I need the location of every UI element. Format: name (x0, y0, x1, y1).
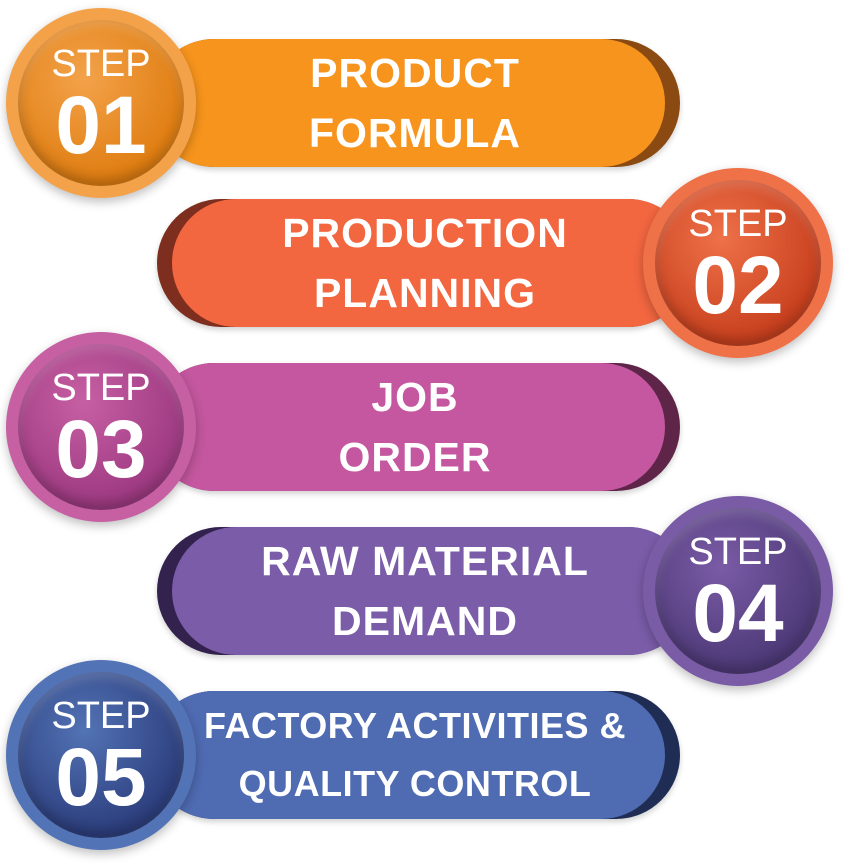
step-1-label-line-1: PRODUCT (310, 50, 520, 96)
step-5-label-line-2: QUALITY CONTROL (238, 763, 592, 804)
step-5-bar (150, 691, 665, 819)
step-3-number: 03 (55, 404, 147, 495)
step-4-number: 04 (692, 568, 784, 659)
step-3-label-line-2: ORDER (338, 434, 492, 480)
step-3-label: JOB ORDER (190, 363, 640, 491)
step-2-label: PRODUCTION PLANNING (200, 199, 650, 327)
step-3-label-line-1: JOB (371, 374, 459, 420)
step-3-badge: STEP 03 (6, 332, 196, 522)
step-4: RAW MATERIAL DEMAND STEP 04 (0, 496, 867, 686)
step-4-badge: STEP 04 (643, 496, 833, 686)
step-2-label-line-2: PLANNING (313, 270, 537, 316)
step-4-bar (172, 527, 692, 655)
step-2-bar (172, 199, 692, 327)
step-1-label: PRODUCT FORMULA (190, 39, 640, 167)
step-1-word: STEP (51, 43, 151, 85)
step-2-badge-circle: STEP 02 (655, 180, 821, 346)
step-2-word: STEP (688, 203, 788, 245)
step-1-label-line-2: FORMULA (309, 110, 521, 156)
step-1-bar (150, 39, 665, 167)
step-2-number: 02 (692, 240, 784, 331)
step-2: PRODUCTION PLANNING STEP 02 (0, 168, 867, 358)
step-1-number: 01 (55, 80, 147, 171)
step-5-word: STEP (51, 695, 151, 737)
step-5-label-line-1: FACTORY ACTIVITIES & (203, 705, 627, 746)
step-3-badge-circle: STEP 03 (18, 344, 184, 510)
step-5-badge-circle: STEP 05 (18, 672, 184, 838)
step-3-word: STEP (51, 367, 151, 409)
step-3-bar (150, 363, 665, 491)
step-1-badge: STEP 01 (6, 8, 196, 198)
step-5-label: FACTORY ACTIVITIES & QUALITY CONTROL (190, 691, 640, 819)
step-5-number: 05 (55, 732, 147, 823)
step-4-word: STEP (688, 531, 788, 573)
step-4-label-line-2: DEMAND (332, 598, 518, 644)
step-4-label: RAW MATERIAL DEMAND (200, 527, 650, 655)
step-1: PRODUCT FORMULA STEP 01 (0, 8, 867, 198)
step-2-badge: STEP 02 (643, 168, 833, 358)
step-5: FACTORY ACTIVITIES & QUALITY CONTROL STE… (0, 660, 867, 850)
step-2-label-line-1: PRODUCTION (282, 210, 568, 256)
step-1-badge-circle: STEP 01 (18, 20, 184, 186)
step-5-badge: STEP 05 (6, 660, 196, 850)
step-4-label-line-1: RAW MATERIAL (261, 538, 589, 584)
step-3: JOB ORDER STEP 03 (0, 332, 867, 522)
step-4-badge-circle: STEP 04 (655, 508, 821, 674)
